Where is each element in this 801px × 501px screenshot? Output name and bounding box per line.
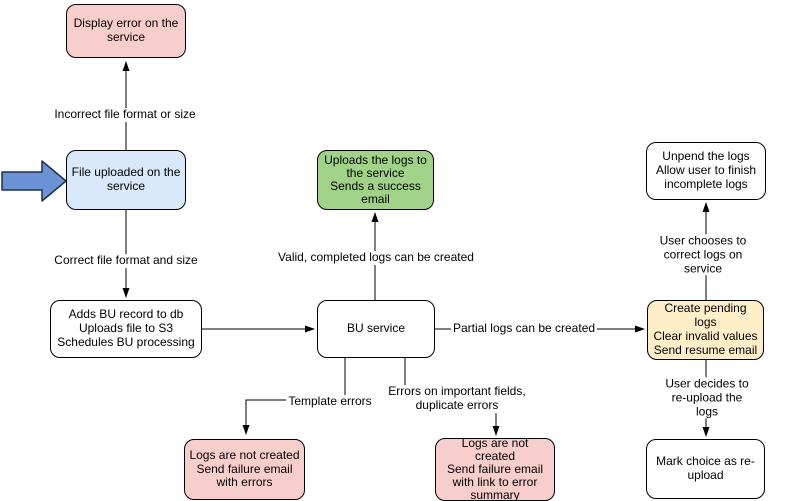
- edge-label-valid-complete: Valid, completed logs can be created: [276, 250, 476, 265]
- edge-label-partial-logs: Partial logs can be created: [450, 321, 598, 336]
- edge-label-important-fields: Errors on important fields, duplicate er…: [386, 384, 528, 413]
- edge-label-incorrect-format: Incorrect file format or size: [52, 107, 198, 122]
- node-logs-not-created-errors: Logs are not created Send failure email …: [184, 439, 305, 500]
- node-unpend-logs: Unpend the logs Allow user to finish inc…: [646, 142, 766, 200]
- node-logs-not-created-summary: Logs are not created Send failure email …: [435, 436, 555, 501]
- edge-label-user-decides-reupload: User decides to re-upload the logs: [660, 376, 754, 419]
- node-bu-service: BU service: [317, 300, 435, 358]
- entry-point-arrow-icon: [1, 160, 67, 202]
- edge-label-correct-format: Correct file format and size: [52, 253, 200, 268]
- node-uploads-success: Uploads the logs to the service Sends a …: [317, 150, 434, 210]
- node-adds-bu-record: Adds BU record to db Uploads file to S3 …: [50, 300, 202, 358]
- edge-label-user-chooses-correct: User chooses to correct logs on service: [654, 233, 752, 276]
- node-create-pending-logs: Create pending logs Clear invalid values…: [647, 300, 764, 360]
- node-mark-reupload: Mark choice as re- upload: [646, 439, 765, 499]
- node-file-uploaded: File uploaded on the service: [66, 150, 186, 210]
- node-display-error: Display error on the service: [66, 4, 186, 58]
- edge-label-template-errors: Template errors: [286, 394, 374, 409]
